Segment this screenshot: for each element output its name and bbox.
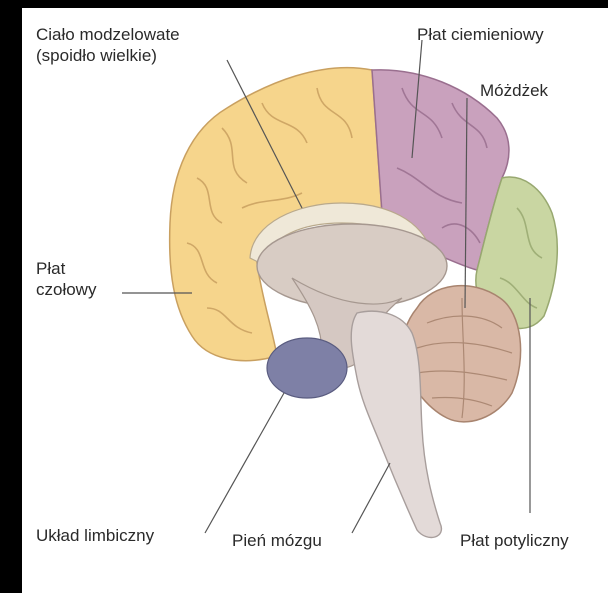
limbic-region <box>267 338 347 398</box>
diagram-frame: Ciało modzelowate (spoidło wielkie) Płat… <box>22 8 608 593</box>
label-parietal-lobe: Płat ciemieniowy <box>417 24 544 45</box>
label-occipital-lobe: Płat potyliczny <box>460 530 569 551</box>
thalamus <box>257 224 447 308</box>
label-frontal-line1: Płat <box>36 258 96 279</box>
label-frontal-lobe: Płat czołowy <box>36 258 96 300</box>
label-corpus-line1: Ciało modzelowate <box>36 24 180 45</box>
label-corpus-callosum: Ciało modzelowate (spoidło wielkie) <box>36 24 180 66</box>
label-corpus-line2: (spoidło wielkie) <box>36 45 180 66</box>
label-frontal-line2: czołowy <box>36 279 96 300</box>
label-brainstem: Pień mózgu <box>232 530 322 551</box>
label-limbic-system: Układ limbiczny <box>36 525 154 546</box>
label-cerebellum: Móżdżek <box>480 80 548 101</box>
